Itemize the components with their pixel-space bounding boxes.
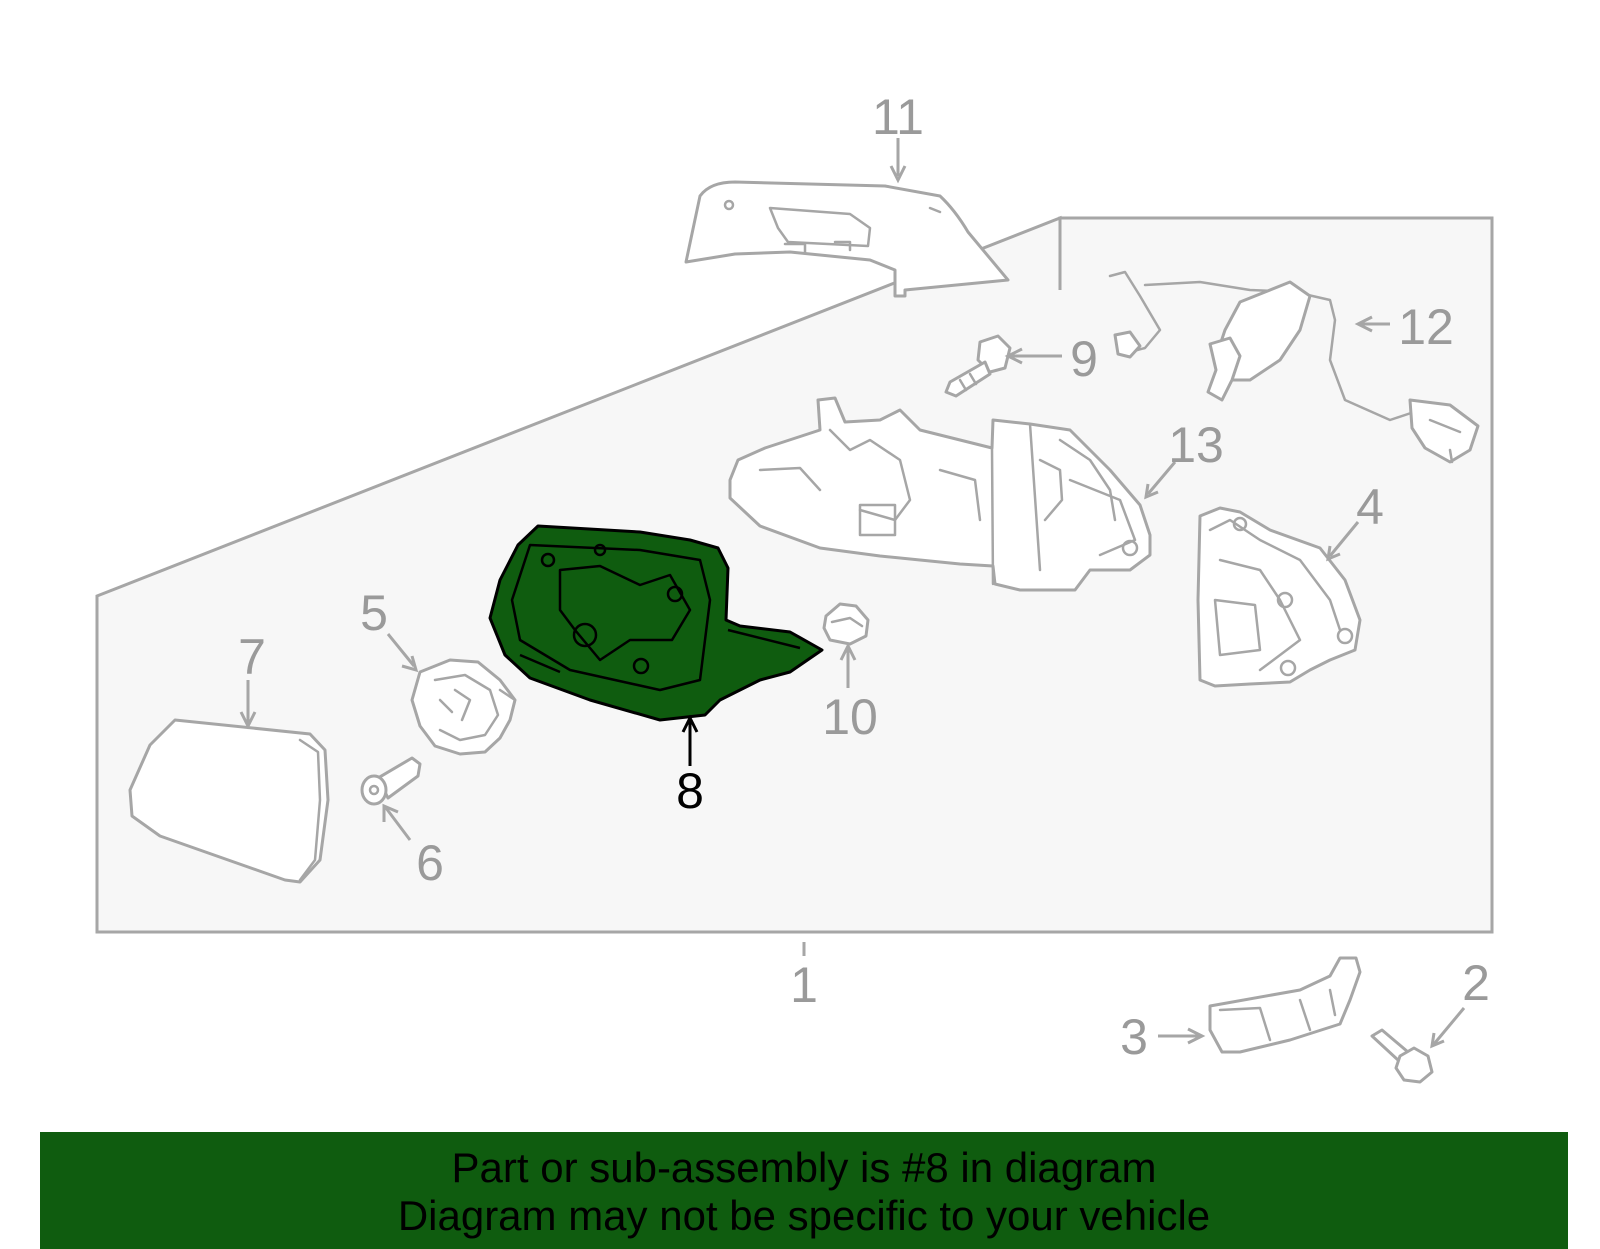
part-9-screw[interactable] <box>944 334 1012 398</box>
part-7-mirror-glass[interactable] <box>128 718 330 884</box>
banner-line-1: Part or sub-assembly is #8 in diagram <box>451 1144 1157 1191</box>
assembly-panel <box>95 215 1494 934</box>
part-5-motor[interactable] <box>410 658 517 756</box>
callout-8: 8 <box>676 763 704 819</box>
callout-2: 2 <box>1462 955 1490 1011</box>
banner-line-2: Diagram may not be specific to your vehi… <box>397 1192 1211 1239</box>
callout-12: 12 <box>1398 299 1454 355</box>
callout-1: 1 <box>790 957 818 1013</box>
part-11-mirror-cap[interactable] <box>684 180 1010 298</box>
part-2-bolt[interactable] <box>1370 1028 1434 1084</box>
part-10-clip[interactable] <box>822 602 870 646</box>
part-4-housing[interactable] <box>1196 506 1362 688</box>
callout-10: 10 <box>822 689 878 745</box>
callout-13: 13 <box>1168 417 1224 473</box>
callout-6: 6 <box>416 835 444 891</box>
callout-11: 11 <box>872 89 924 145</box>
part-3-bracket[interactable] <box>1208 956 1362 1054</box>
part-13-mirror-base[interactable] <box>728 396 1152 592</box>
info-banner: Part or sub-assembly is #8 in diagram Di… <box>40 1132 1568 1249</box>
callout-7: 7 <box>238 629 266 685</box>
part-12-wiring-harness[interactable] <box>1108 270 1480 464</box>
leader-lines <box>239 138 1466 1049</box>
callout-4: 4 <box>1356 479 1384 535</box>
callout-9: 9 <box>1070 331 1098 387</box>
callout-5: 5 <box>360 585 388 641</box>
part-8-highlighted-housing[interactable] <box>488 524 824 722</box>
part-6-pin[interactable] <box>360 756 422 806</box>
callout-3: 3 <box>1120 1009 1148 1065</box>
